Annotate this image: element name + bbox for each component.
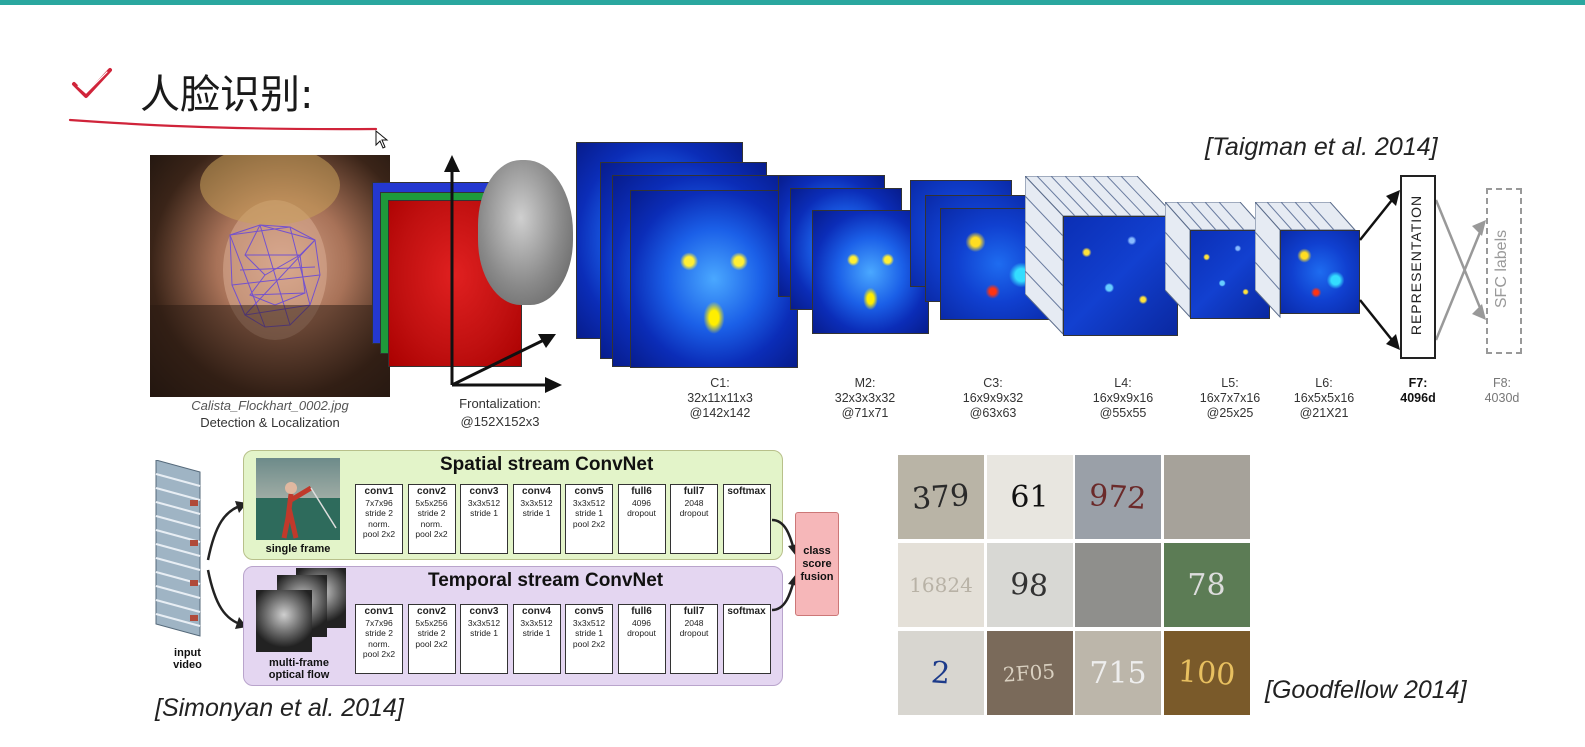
face-landmark-mesh [150,155,390,397]
l4-map [1063,216,1178,336]
house-number-tile: 379 [898,455,984,539]
house-number-tile: 972 [1075,455,1161,539]
house-number-tile: 16824 [898,543,984,627]
sfc-label: SFC labels [1493,229,1510,309]
optical-flow-image-1 [256,590,312,652]
m2-map-front [812,210,929,334]
citation-simonyan: [Simonyan et al. 2014] [155,694,404,722]
checkmark-icon [72,68,112,98]
fc-arrows [1359,190,1486,350]
c1-map-front [630,190,798,368]
house-number-tile: 715 [1075,631,1161,715]
frontalization-axes [444,155,562,393]
l6-block-3d [1255,202,1357,319]
layer-label-m2: M2:32x3x3x32@71x71 [834,376,896,420]
3d-face-model [478,160,573,305]
house-number-tile [1163,455,1250,539]
photo-filename: Calista_Flockhart_0002.jpg [191,398,349,413]
citation-goodfellow: [Goodfellow 2014] [1265,676,1467,704]
face-photo [150,155,390,397]
sfc-label-wrap: SFC labels [1486,188,1518,350]
mouse-cursor-icon [375,130,389,149]
frontalization-size: @152X152x3 [460,414,540,429]
temporal-layer-softmax: softmax [722,604,771,674]
layer-label-l6: L6:16x5x5x16@21X21 [1293,376,1355,420]
layer-label-f7: F7:4096d [1400,376,1436,405]
top-accent-bar [0,0,1585,5]
house-number-tile: 2F05 [986,631,1073,715]
page-title: 人脸识别: [140,72,314,118]
representation-label-wrap: REPRESENTATION [1400,175,1432,355]
frontalization-label: Frontalization: [459,396,541,411]
layer-label-c3: C3:16x9x9x32@63x63 [962,376,1024,420]
representation-layer [1400,175,1436,359]
citation-taigman: [Taigman et al. 2014] [1205,133,1438,161]
house-number-tile: 61 [986,455,1073,539]
house-number-tile: 100 [1163,631,1250,715]
layer-label-l4: L4:16x9x9x16@55x55 [1092,376,1154,420]
input-video-stack [150,459,205,640]
detection-caption: Detection & Localization [200,415,340,430]
l5-block-3d [1165,202,1267,319]
spatial-stream-title: Spatial stream ConvNet [440,454,654,475]
house-number-tile: 98 [986,543,1073,627]
representation-label: REPRESENTATION [1408,194,1424,336]
house-number-tile: 2 [898,631,984,715]
l6-map [1280,230,1360,314]
sfc-labels-layer [1486,188,1522,354]
house-number-tile: 78 [1163,543,1250,627]
single-frame-label: single frame [265,543,331,555]
layer-label-l5: L5:16x7x7x16@25x25 [1199,376,1261,420]
temporal-stream-title: Temporal stream ConvNet [428,570,664,591]
single-frame-image [256,458,340,540]
spatial-layer-softmax: softmax [722,484,771,554]
layer-label-f8: F8:4030d [1484,376,1520,405]
house-number-tile [1075,543,1161,627]
layer-label-c1: C1:32x11x11x3@142x142 [687,376,753,420]
title-underline-annotation [68,118,378,131]
